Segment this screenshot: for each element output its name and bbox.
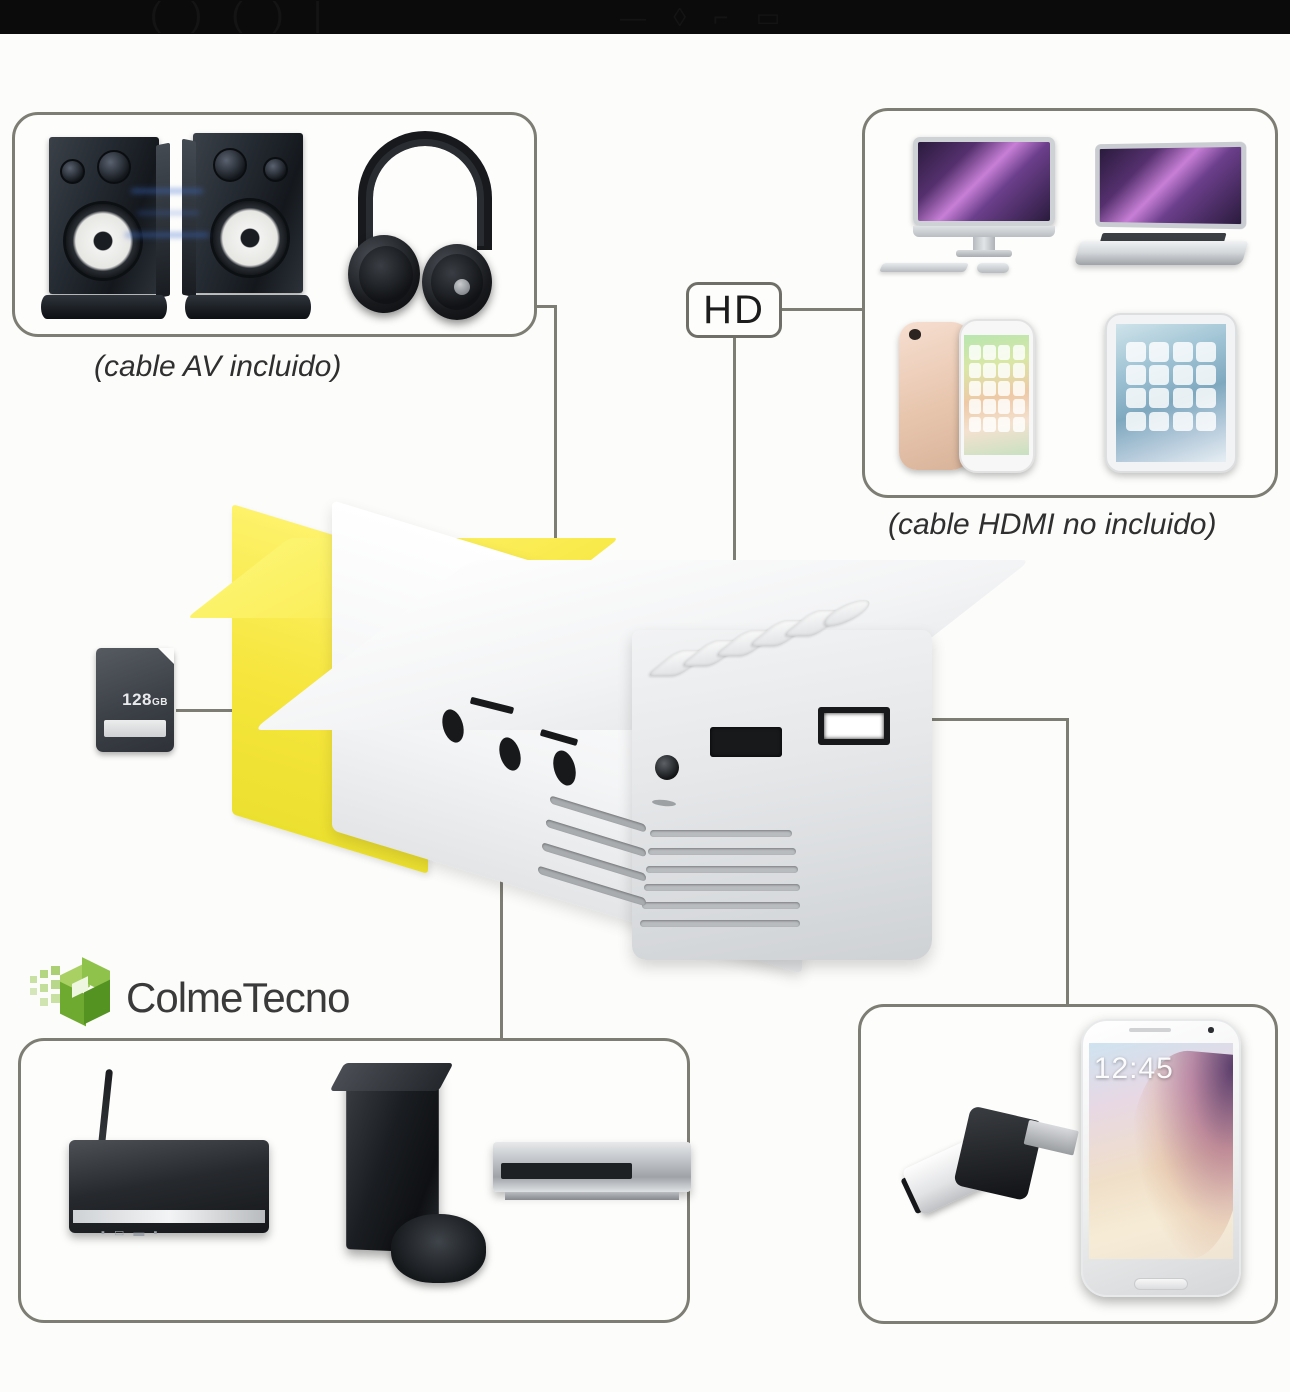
iphone-front: [959, 319, 1035, 473]
smartphone-earpiece: [1129, 1028, 1171, 1032]
dc-power-jack[interactable]: [655, 755, 679, 780]
imac-stand-foot: [956, 250, 1013, 257]
hdmi-port[interactable]: [710, 727, 782, 757]
mini-projector[interactable]: [232, 512, 952, 972]
smartphone-clock: 12:45: [1094, 1052, 1174, 1086]
topbar-artifact: ( ) ( ) |: [150, 0, 332, 35]
imac-keyboard: [879, 263, 969, 272]
colmetecno-logo-icon: [30, 962, 118, 1034]
game-console: [313, 1073, 483, 1275]
storage-devices-box[interactable]: 12:45: [858, 1004, 1278, 1324]
projector-front-face: [632, 630, 932, 960]
media-devices-box[interactable]: ▪ ▭ ▬ ▪: [18, 1038, 690, 1323]
hd-to-computers-line: [782, 308, 864, 311]
topbar-artifact-2: — ◊ ⌐ ▭: [620, 2, 790, 33]
speaker-glow: [131, 189, 203, 193]
sd-card[interactable]: 128GB: [96, 648, 174, 752]
brand-logo: ColmeTecno: [30, 962, 349, 1034]
speaker-left: [49, 137, 159, 319]
speaker-tweeter-large: [97, 150, 131, 184]
sd-card-capacity: 128GB: [96, 690, 168, 710]
tv-box: ▪ ▭ ▬ ▪: [69, 1095, 269, 1255]
imac-mouse: [977, 263, 1009, 273]
speaker-tweeter-small: [60, 159, 85, 184]
speaker-side: [182, 139, 196, 298]
console-top-lid: [329, 1063, 453, 1091]
projector-vent: [648, 848, 796, 855]
dvd-player: [493, 1125, 691, 1221]
speaker-side: [156, 143, 170, 299]
camera-icon: [909, 329, 921, 339]
usb-port[interactable]: [818, 707, 890, 745]
projector-vent: [650, 830, 792, 837]
ipad-app-grid: [1126, 342, 1216, 432]
speaker-woofer: [63, 201, 143, 281]
imac-screen: [913, 137, 1055, 226]
projector-vent: [644, 884, 800, 891]
usb-flash-drive: [893, 1080, 1088, 1239]
hd-badge-label: HD: [703, 288, 765, 333]
dvd-player-feet: [505, 1192, 679, 1200]
speaker-tweeter-large: [213, 148, 247, 182]
smartphone-camera-icon: [1208, 1027, 1213, 1033]
speaker-base: [185, 295, 310, 319]
iphone: [899, 319, 1035, 473]
hd-badge[interactable]: HD: [686, 282, 782, 338]
game-controller: [391, 1214, 486, 1283]
projector-vent: [642, 902, 800, 909]
imac: [913, 137, 1055, 257]
speaker-glow: [125, 233, 209, 237]
sd-card-label-strip: [104, 720, 166, 738]
headphones: [345, 131, 505, 323]
macbook-screen: [1095, 142, 1246, 230]
tv-box-front-glyphs: ▪ ▭ ▬ ▪: [101, 1226, 160, 1239]
brand-logo-text: ColmeTecno: [126, 974, 349, 1022]
tv-box-light-strip: [73, 1210, 265, 1223]
speaker-right: [193, 133, 303, 319]
usb-line-vertical: [1066, 718, 1069, 1005]
imac-stand-neck: [973, 237, 996, 250]
smartphone: 12:45: [1081, 1019, 1241, 1297]
caption-av: (cable AV incluido): [94, 350, 341, 384]
iphone-app-grid: [969, 345, 1025, 432]
computer-devices-box[interactable]: [862, 108, 1278, 498]
audio-devices-box[interactable]: [12, 112, 537, 337]
smartphone-home-button[interactable]: [1134, 1278, 1188, 1291]
speaker-glow: [137, 211, 199, 215]
speaker-base: [41, 295, 166, 319]
speaker-woofer: [210, 198, 290, 278]
dvd-disc-tray: [501, 1163, 632, 1178]
macbook-base: [1074, 241, 1249, 265]
sd-card-notch: [158, 648, 174, 664]
projector-vent: [640, 920, 800, 927]
top-black-bar: ( ) ( ) | — ◊ ⌐ ▭: [0, 0, 1290, 34]
projector-vent: [646, 866, 798, 873]
imac-chin: [913, 226, 1055, 237]
macbook: [1077, 143, 1245, 265]
ipad: [1105, 313, 1237, 473]
headphone-logo-dot: [454, 279, 470, 295]
